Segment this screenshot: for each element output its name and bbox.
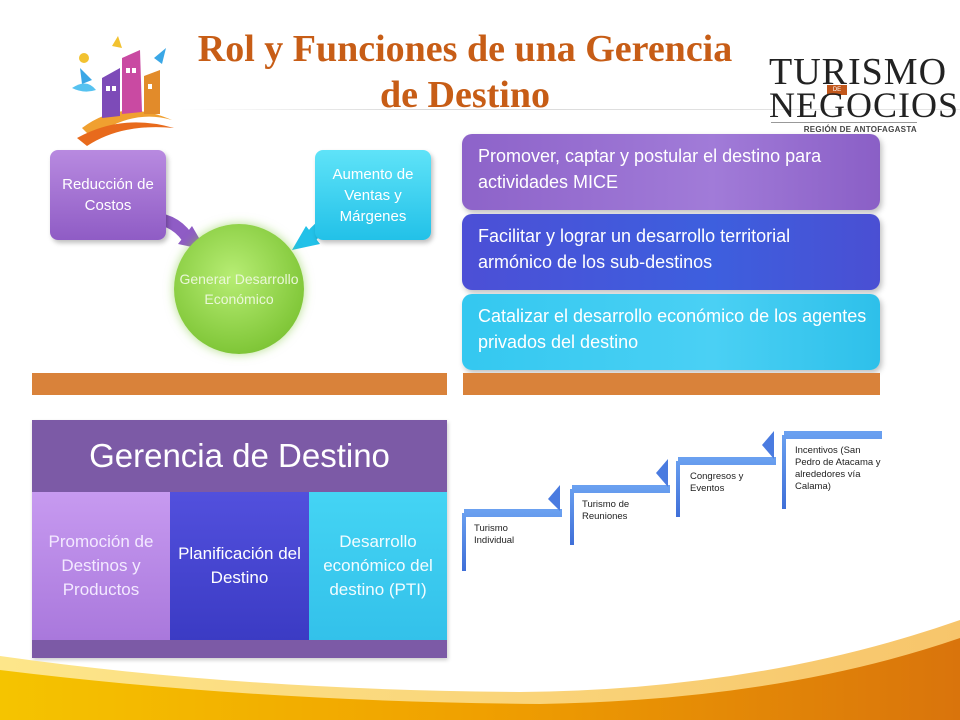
banner-catalyze-private-agents: Catalizar el desarrollo económico de los… — [462, 294, 880, 370]
destination-management-structure: Gerencia de Destino Promoción de Destino… — [32, 420, 447, 658]
title-divider — [180, 109, 960, 110]
step-label-1: Turismo Individual — [474, 523, 515, 546]
ascending-steps-diagram: Turismo Individual Turismo de Reuniones … — [460, 425, 890, 575]
banner-territorial-development: Facilitar y lograr un desarrollo territo… — [462, 214, 880, 290]
decorative-bottom-swoosh — [0, 620, 960, 720]
colorful-city-logo — [72, 36, 174, 146]
banner-promote-mice: Promover, captar y postular el destino p… — [462, 134, 880, 210]
steps-graphic — [462, 431, 882, 571]
title-line-1: Rol y Funciones de una Gerencia — [197, 28, 733, 70]
orange-divider-right — [463, 373, 880, 395]
brand-word-negocios: NEGOCIOS — [769, 85, 960, 125]
structure-col-economic-development: Desarrollo económico del destino (PTI) — [309, 492, 447, 640]
structure-col-promotion: Promoción de Destinos y Productos — [32, 492, 170, 640]
step-label-3: Congresos y Eventos — [690, 471, 744, 494]
cycle-box-cost-reduction: Reducción de Costos — [50, 150, 166, 240]
cycle-core-economic-development: Generar Desarrollo Económico — [174, 224, 304, 354]
economic-development-cycle: Reducción de Costos Aumento de Ventas y … — [30, 140, 450, 370]
brand-word-turismo: TURISMO — [769, 51, 948, 93]
step-label-2: Turismo de Reuniones — [582, 499, 630, 522]
page-title: Rol y Funciones de una Gerencia de Desti… — [150, 26, 780, 118]
cycle-box-sales-increase: Aumento de Ventas y Márgenes — [315, 150, 431, 240]
step-label-4: Incentivos (San Pedro de Atacama y alred… — [795, 445, 881, 492]
turismo-de-negocios-logo: TURISMO DE NEGOCIOS REGIÓN DE ANTOFAGAST… — [765, 52, 958, 134]
title-line-2: de Destino — [380, 74, 550, 116]
brand-de-badge: DE — [827, 85, 847, 95]
brand-region: REGIÓN DE ANTOFAGASTA — [771, 122, 917, 134]
structure-head: Gerencia de Destino — [89, 437, 390, 474]
structure-col-planning: Planificación del Destino — [170, 492, 309, 640]
orange-divider-left — [32, 373, 447, 395]
